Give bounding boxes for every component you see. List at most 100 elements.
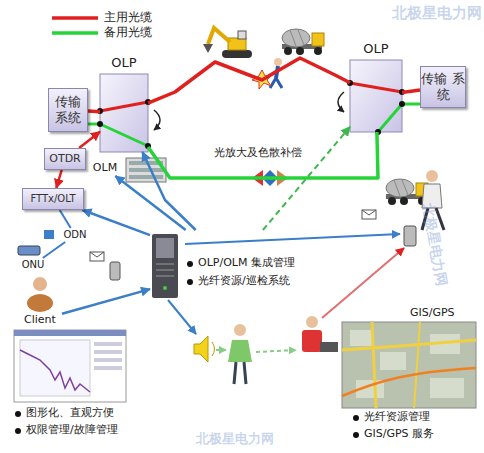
- gis-map: [430, 378, 464, 398]
- message-envelope: [362, 210, 376, 215]
- legend-text: 备用光缆: [104, 25, 152, 39]
- operator-woman: [234, 362, 236, 384]
- legend-line: [52, 16, 98, 20]
- transmission-box: 传输 系统: [420, 66, 466, 108]
- screenshot: [94, 358, 122, 362]
- amplifier-symbol: [252, 170, 288, 186]
- flow-arrow: [322, 248, 404, 318]
- node-text: Client: [24, 313, 56, 326]
- flow-arrow: [168, 300, 196, 334]
- olt-box: FTTx/OLT: [22, 188, 84, 210]
- screenshot: [94, 350, 122, 354]
- odn-splitter: [44, 230, 54, 239]
- node-text: ODN: [63, 229, 86, 241]
- excavator: [228, 38, 246, 50]
- node-text: OLM: [93, 161, 117, 174]
- mixer-truck: [282, 29, 324, 55]
- odn-label: ODN: [58, 228, 92, 242]
- test-arrow: [79, 132, 100, 148]
- junction-dot: [375, 129, 381, 135]
- olp-body: [100, 74, 148, 152]
- odn-splitter: [44, 230, 54, 239]
- mixer-truck: [282, 29, 310, 47]
- olm-rack: [129, 175, 163, 179]
- speaker-alarm: [212, 342, 215, 356]
- excavator: [238, 31, 246, 39]
- node-text: 传输 系统: [49, 94, 87, 125]
- mixer-truck: [400, 197, 408, 205]
- node-text: ONU: [22, 259, 45, 271]
- junction-dot: [145, 99, 151, 105]
- fiber-jumper: [350, 83, 402, 92]
- server-tower: [156, 264, 174, 265]
- laptop-user: [302, 316, 338, 352]
- legend-row: 备用光缆: [52, 25, 152, 40]
- mixer-truck: [388, 197, 396, 205]
- screen-panel: 图形化、直观方便权限管理/故障管理: [10, 326, 170, 446]
- operator-woman: [234, 324, 246, 336]
- watermark: 北极星电力网: [392, 4, 482, 23]
- amplifier-symbol: [252, 170, 263, 186]
- patrol-arrow: [263, 127, 350, 230]
- server-tower: [163, 286, 167, 290]
- mixer-truck: [290, 30, 296, 46]
- screenshot: [14, 330, 126, 336]
- control-arrow: [62, 289, 150, 314]
- onu-label: ONU: [16, 258, 50, 272]
- node-title: GIS/GPS: [410, 306, 478, 319]
- main-fiber: [88, 109, 100, 113]
- message-envelope: [362, 210, 376, 219]
- legend-text: 主用光缆: [104, 10, 152, 24]
- operator-woman: [228, 324, 252, 384]
- message-envelope: [90, 252, 104, 257]
- excavator: [208, 28, 230, 44]
- mixer-truck: [402, 180, 408, 195]
- junction-dot: [97, 80, 405, 149]
- mixer-truck: [284, 47, 292, 55]
- screenshot: [94, 366, 122, 370]
- flow-arrow: [256, 350, 296, 352]
- control-arrow: [115, 176, 185, 230]
- mixer-truck: [312, 33, 324, 46]
- mixer-truck: [386, 179, 428, 205]
- node-title: OLP: [342, 41, 410, 57]
- switch-arrow: [338, 92, 344, 112]
- screenshot: [94, 342, 122, 346]
- excavator: [203, 44, 213, 53]
- bullet-text: OLP/OLM 集成管理: [186, 256, 314, 269]
- bullet-text: GIS/GPS 服务: [352, 427, 478, 440]
- olp-box: OLP: [100, 74, 148, 152]
- worker: [276, 78, 282, 88]
- worker: [274, 58, 282, 66]
- laptop-user: [302, 330, 322, 352]
- server-tower: [156, 270, 174, 271]
- node-text: 传输 系统: [421, 71, 465, 102]
- legend-line: [52, 29, 98, 37]
- legend: 主用光缆备用光缆: [52, 10, 152, 40]
- watermark: 北极星电力网: [196, 430, 274, 448]
- bullet-text: 光纤资源/巡检系统: [186, 274, 314, 287]
- main-fiber: [148, 58, 350, 103]
- fiber-jumper: [378, 104, 420, 132]
- mixer-truck: [298, 30, 304, 45]
- bullet-text: 图形化、直观方便: [14, 406, 164, 419]
- bullet-text: 光纤资源管理: [352, 410, 478, 423]
- olm-rack: [126, 158, 166, 182]
- worker: [276, 66, 278, 78]
- gis-map: [372, 322, 376, 408]
- fiber-jumper: [100, 102, 148, 111]
- break-star: [252, 70, 272, 89]
- mixer-truck: [314, 47, 322, 55]
- gis-map: [342, 368, 476, 396]
- legend-line: [52, 14, 98, 22]
- test-arrow: [56, 170, 61, 188]
- legend-line: [52, 31, 98, 35]
- junction-dot: [97, 108, 103, 114]
- operator-woman: [228, 340, 252, 362]
- olp-body: [100, 60, 402, 152]
- transmission-box: 传输 系统: [48, 88, 88, 132]
- fiber-jumper: [88, 83, 420, 146]
